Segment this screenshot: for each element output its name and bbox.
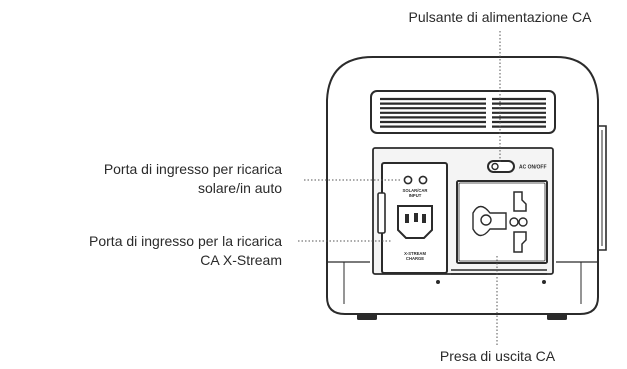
callout-xstream-input-line2: CA X-Stream	[200, 252, 282, 268]
foot-right	[547, 314, 567, 320]
solar-car-input-label-2: INPUT	[409, 193, 422, 198]
ac-on-off-label: AC ON/OFF	[519, 165, 547, 171]
solar-car-input-port	[403, 175, 428, 185]
callout-xstream-input: Porta di ingresso per la ricarica CA X-S…	[0, 232, 282, 270]
leader-lines	[298, 31, 501, 345]
xstream-charge-label-1: X-STREAM	[404, 251, 426, 256]
foot-left	[357, 314, 377, 320]
callout-solar-car-input-line1: Porta di ingresso per ricarica	[103, 161, 282, 177]
xstream-charge-port	[397, 205, 433, 239]
callout-ac-output: Presa di uscita CA	[439, 348, 556, 364]
vent-grille	[370, 90, 556, 134]
callout-ac-power-button: Pulsante di alimentazione CA	[408, 9, 592, 25]
ac-output-socket	[456, 180, 548, 264]
callout-xstream-input-line1: Porta di ingresso per la ricarica	[89, 233, 282, 249]
device-body	[326, 56, 607, 315]
solar-car-input-label-1: SOLAR/CAR	[403, 188, 428, 193]
xstream-charge-label-2: CHARGE	[406, 256, 424, 261]
panel-rail	[436, 269, 547, 284]
ac-power-button	[487, 160, 515, 173]
callout-solar-car-input: Porta di ingresso per ricarica solare/in…	[14, 160, 282, 198]
callout-solar-car-input-line2: solare/in auto	[197, 180, 282, 196]
